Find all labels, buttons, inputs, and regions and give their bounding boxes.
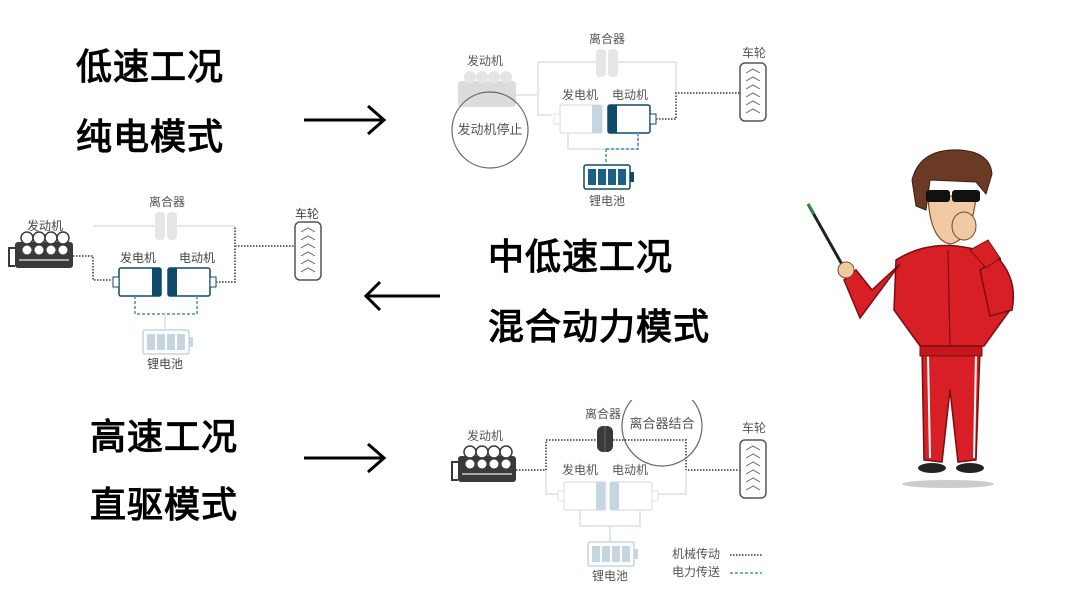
right-arrow-icon (304, 104, 387, 136)
wheel-icon (739, 62, 767, 122)
callout-circle (621, 400, 703, 467)
engine-icon (458, 71, 516, 107)
mode2-mode: 混合动力模式 (488, 307, 711, 348)
clutch-label: 离合器 (585, 406, 621, 421)
battery-label: 锂电池 (589, 193, 625, 208)
battery-label: 锂电池 (592, 568, 628, 583)
pointer-stick-icon (806, 203, 846, 269)
left-arrow-icon (363, 280, 440, 312)
legend-mechanical: 机械传动 (672, 546, 720, 561)
motor-label: 电动机 (179, 251, 215, 265)
clutch-engaged-callout: 离合器结合 (629, 416, 694, 432)
battery-icon (587, 541, 638, 567)
callout-circle (451, 91, 529, 169)
generator-icon (112, 267, 162, 297)
motor-icon (607, 104, 657, 134)
right-arrow-icon (304, 442, 387, 474)
legend: 机械传动 电力传送 (672, 546, 762, 579)
motor-label: 电动机 (612, 463, 648, 477)
motor-icon (167, 267, 217, 297)
generator-icon (557, 481, 607, 511)
presenter-figure (806, 149, 1015, 488)
engine-label: 发动机 (467, 53, 503, 68)
diagram-hybrid: 离合器 发动机 发电机 电动机 锂电池 车轮 (8, 194, 322, 371)
engine-icon (8, 231, 73, 268)
mode1-mode: 纯电模式 (76, 117, 225, 158)
motor-icon (609, 481, 659, 511)
generator-icon (553, 104, 603, 134)
generator-label: 发电机 (120, 250, 156, 265)
wheel-label: 车轮 (742, 45, 766, 60)
mode3-mode: 直驱模式 (90, 485, 239, 526)
diagram-direct-drive: 离合器结合 离合器 发动机 发电机 电动机 锂电池 车轮 机械传动 电力传 (451, 400, 767, 583)
battery-icon (583, 164, 634, 190)
generator-label: 发电机 (562, 87, 598, 102)
diagram-pure-electric: 离合器 发动机 发动机停止 发电机 电动机 锂电池 车轮 (451, 31, 767, 208)
sunglasses-icon (926, 190, 950, 202)
battery-icon (142, 329, 193, 355)
wheel-label: 车轮 (742, 420, 766, 435)
mode1-condition: 低速工况 (76, 47, 225, 88)
hair (911, 149, 993, 211)
mode2-condition: 中低速工况 (488, 237, 674, 278)
engine-icon (451, 445, 516, 482)
clutch-icon (596, 49, 618, 77)
motor-label: 电动机 (612, 88, 648, 102)
wheel-label: 车轮 (295, 206, 319, 221)
wheel-icon (739, 439, 767, 499)
wheel-icon (294, 221, 322, 281)
engine-stopped-callout: 发动机停止 (457, 122, 522, 138)
mode3-condition: 高速工况 (90, 417, 239, 458)
battery-label: 锂电池 (147, 356, 183, 371)
clutch-label: 离合器 (149, 194, 185, 209)
clutch-label: 离合器 (589, 31, 625, 46)
engine-label: 发动机 (467, 428, 503, 443)
generator-label: 发电机 (562, 462, 598, 477)
legend-electrical: 电力传送 (672, 564, 720, 579)
clutch-icon (597, 426, 613, 452)
engine-label: 发动机 (27, 218, 63, 233)
clutch-icon (155, 212, 177, 240)
